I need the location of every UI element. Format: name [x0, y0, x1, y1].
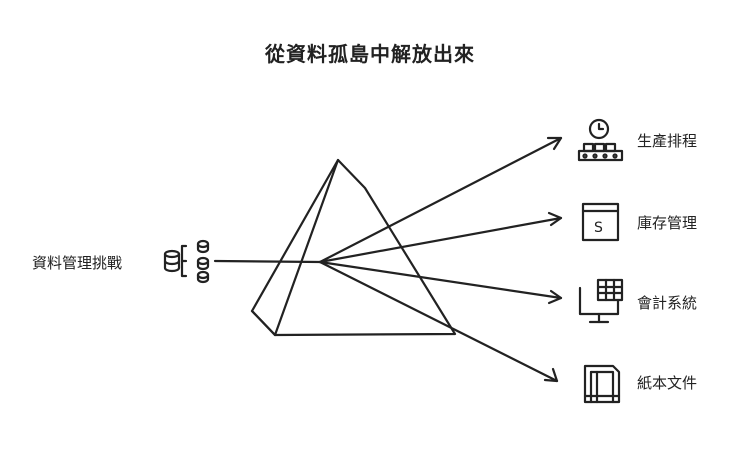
output-label-accounting: 會計系統 — [637, 294, 698, 312]
prism — [250, 158, 457, 337]
database-icon — [163, 239, 210, 284]
output-label-production: 生產排程 — [637, 132, 698, 150]
input-label: 資料管理挑戰 — [32, 254, 123, 272]
ray-production — [318, 136, 563, 264]
svg-text:S: S — [594, 220, 603, 236]
diagram-title: 從資料孤島中解放出來 — [265, 42, 475, 66]
ray-inventory — [318, 211, 563, 264]
computer-spreadsheet-icon — [578, 278, 624, 324]
ray-paper — [318, 260, 559, 383]
output-label-paper: 紙本文件 — [637, 374, 698, 392]
production-line-clock-icon — [577, 118, 624, 162]
ray-accounting — [318, 260, 563, 305]
input-beam — [213, 259, 322, 264]
output-label-inventory: 庫存管理 — [637, 214, 698, 232]
paper-document-icon — [583, 364, 621, 404]
output-rays — [318, 136, 563, 383]
inventory-box-icon: S — [581, 202, 620, 242]
